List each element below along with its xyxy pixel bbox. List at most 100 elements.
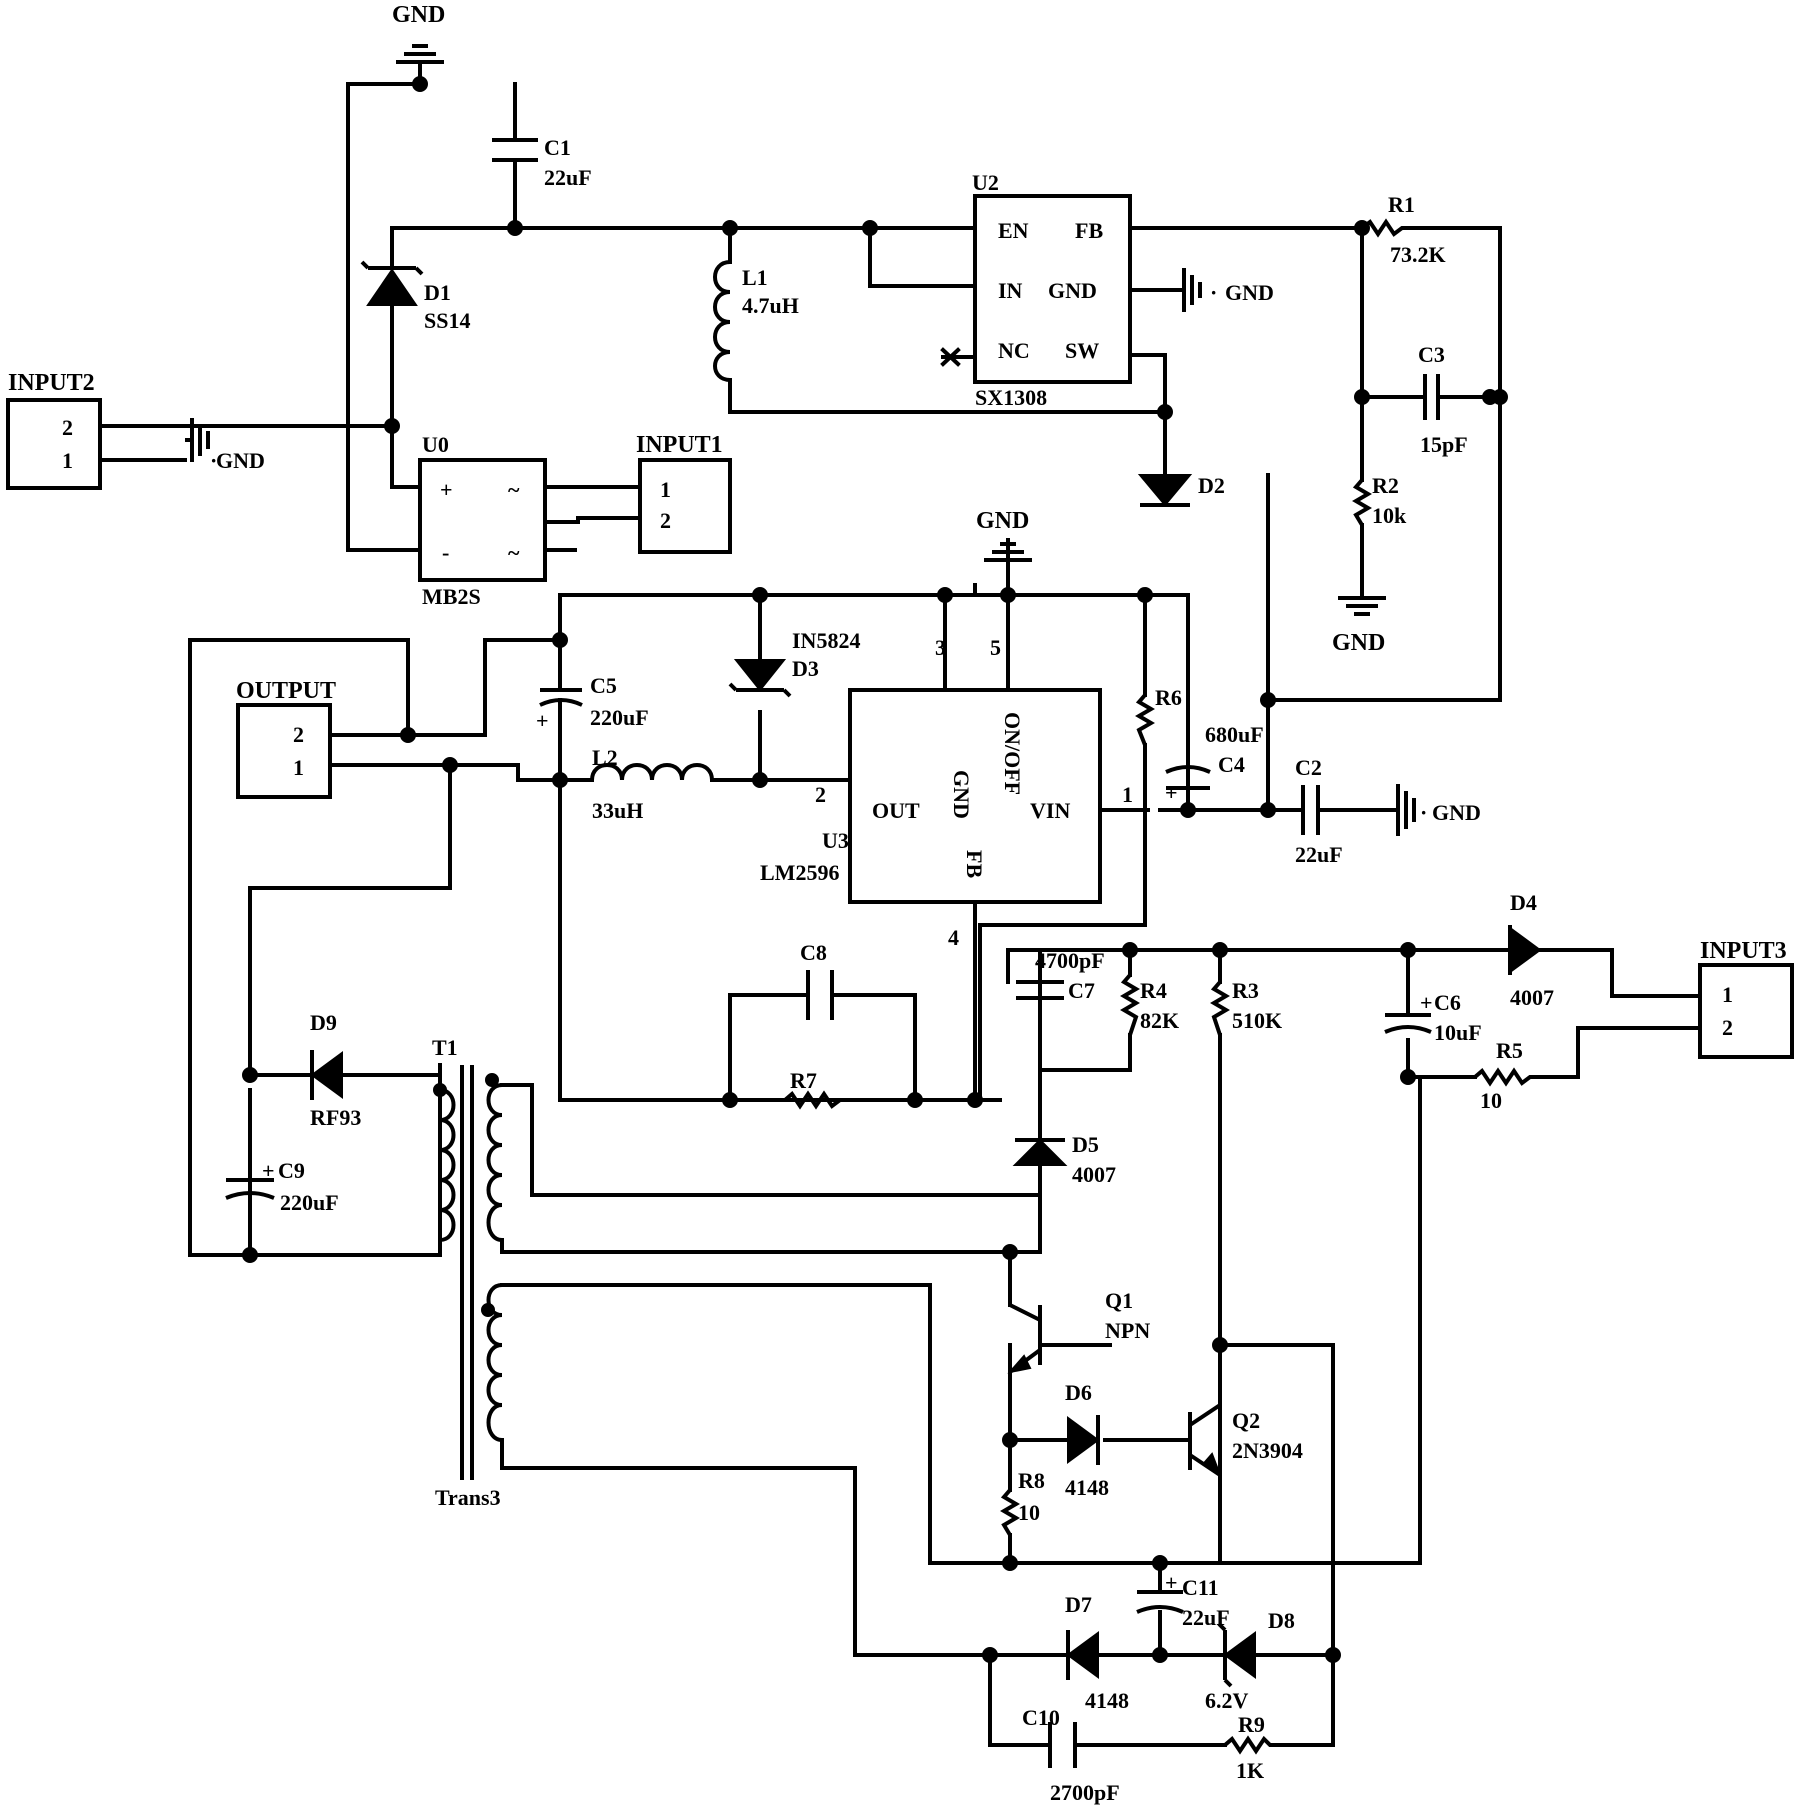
svg-text:INPUT2: INPUT2 bbox=[8, 370, 95, 396]
svg-text:GND: GND bbox=[392, 2, 445, 28]
svg-text:R9: R9 bbox=[1238, 1712, 1265, 1737]
capacitor-c3: C3 15pF bbox=[1418, 342, 1468, 457]
svg-text:GND: GND bbox=[1048, 278, 1097, 303]
svg-text:GND: GND bbox=[216, 448, 265, 473]
svg-text:4148: 4148 bbox=[1065, 1475, 1109, 1500]
svg-text:GND: GND bbox=[949, 770, 974, 819]
svg-text:10: 10 bbox=[1018, 1500, 1040, 1525]
capacitor-c5: C5 220uF + bbox=[536, 638, 649, 782]
svg-text:SW: SW bbox=[1065, 338, 1099, 363]
svg-text:MB2S: MB2S bbox=[422, 584, 481, 609]
bridge-rectifier-u0: U0 + ~ - ~ MB2S bbox=[418, 432, 547, 609]
svg-text:4: 4 bbox=[948, 925, 959, 950]
svg-text:2700pF: 2700pF bbox=[1050, 1780, 1120, 1805]
svg-text:OUTPUT: OUTPUT bbox=[236, 678, 336, 704]
svg-text:2N3904: 2N3904 bbox=[1232, 1438, 1303, 1463]
resistor-r9: R9 1K bbox=[1223, 1712, 1275, 1783]
svg-text:D1: D1 bbox=[424, 280, 451, 305]
svg-text:LM2596: LM2596 bbox=[760, 860, 839, 885]
svg-text:3: 3 bbox=[935, 635, 946, 660]
svg-text:4.7uH: 4.7uH bbox=[742, 293, 799, 318]
svg-text:Q2: Q2 bbox=[1232, 1408, 1260, 1433]
svg-text:2: 2 bbox=[293, 722, 304, 747]
transistor-q2: Q2 2N3904 bbox=[1188, 1345, 1303, 1479]
svg-text:C7: C7 bbox=[1068, 978, 1095, 1003]
svg-text:R2: R2 bbox=[1372, 473, 1399, 498]
svg-text:6.2V: 6.2V bbox=[1205, 1688, 1249, 1713]
svg-text:4007: 4007 bbox=[1510, 985, 1554, 1010]
svg-text:GND: GND bbox=[976, 508, 1029, 534]
svg-text:C11: C11 bbox=[1182, 1575, 1219, 1600]
svg-text:C1: C1 bbox=[544, 135, 571, 160]
ground-symbol-c2: · GND bbox=[1396, 784, 1481, 836]
svg-text:2: 2 bbox=[62, 415, 73, 440]
svg-text:22uF: 22uF bbox=[1295, 842, 1343, 867]
diode-d9: D9 RF93 bbox=[310, 1010, 361, 1130]
svg-text:R5: R5 bbox=[1496, 1038, 1523, 1063]
svg-text:R7: R7 bbox=[790, 1068, 817, 1093]
svg-text:NC: NC bbox=[998, 338, 1030, 363]
ic-u3: 3 5 2 1 4 GND ON/OFF FB OUT VIN U3 LM259… bbox=[760, 635, 1133, 950]
capacitor-c6: + C6 10uF bbox=[1384, 990, 1482, 1045]
svg-text:10uF: 10uF bbox=[1434, 1020, 1482, 1045]
diode-d3: IN5824 D3 bbox=[728, 628, 860, 698]
resistor-r6: R6 bbox=[1135, 685, 1182, 746]
svg-text:+: + bbox=[1165, 1570, 1178, 1595]
svg-text:Trans3: Trans3 bbox=[435, 1485, 501, 1510]
capacitor-c9: + C9 220uF bbox=[225, 1088, 339, 1257]
svg-text:R8: R8 bbox=[1018, 1468, 1045, 1493]
svg-text:33uH: 33uH bbox=[592, 798, 643, 823]
svg-text:Q1: Q1 bbox=[1105, 1288, 1133, 1313]
inductor-l2: L2 33uH bbox=[590, 745, 714, 823]
svg-text:4007: 4007 bbox=[1072, 1162, 1116, 1187]
svg-text:1: 1 bbox=[1122, 782, 1133, 807]
svg-text:220uF: 220uF bbox=[280, 1190, 339, 1215]
svg-text:GND: GND bbox=[1225, 280, 1274, 305]
capacitor-c1: C1 22uF bbox=[492, 135, 592, 190]
svg-text:1: 1 bbox=[293, 755, 304, 780]
svg-text:4148: 4148 bbox=[1085, 1688, 1129, 1713]
svg-text:R6: R6 bbox=[1155, 685, 1182, 710]
svg-text:C4: C4 bbox=[1218, 752, 1245, 777]
svg-text:T1: T1 bbox=[432, 1035, 458, 1060]
svg-text:C3: C3 bbox=[1418, 342, 1445, 367]
svg-text:L2: L2 bbox=[592, 745, 618, 770]
resistor-r8: R8 10 bbox=[1000, 1468, 1045, 1537]
svg-text:C5: C5 bbox=[590, 673, 617, 698]
svg-text:1: 1 bbox=[62, 448, 73, 473]
svg-text:C9: C9 bbox=[278, 1158, 305, 1183]
svg-text:10: 10 bbox=[1480, 1088, 1502, 1113]
svg-text:+: + bbox=[1165, 780, 1178, 805]
svg-text:ON/OFF: ON/OFF bbox=[1000, 712, 1025, 795]
transformer-t1: T1 Trans3 bbox=[432, 1035, 504, 1510]
ground-symbol-top: GND bbox=[392, 2, 445, 84]
svg-text:INPUT1: INPUT1 bbox=[636, 432, 723, 458]
svg-text:D4: D4 bbox=[1510, 890, 1537, 915]
svg-text:4700pF: 4700pF bbox=[1035, 948, 1105, 973]
resistor-r2: R2 10k bbox=[1352, 473, 1407, 528]
svg-text:GND: GND bbox=[1432, 800, 1481, 825]
svg-text:680uF: 680uF bbox=[1205, 722, 1264, 747]
svg-text:C6: C6 bbox=[1434, 990, 1461, 1015]
capacitor-c7: 4700pF C7 bbox=[1016, 948, 1105, 1003]
svg-text:2: 2 bbox=[1722, 1015, 1733, 1040]
resistor-r1: R1 73.2K bbox=[1360, 192, 1446, 267]
svg-text:IN5824: IN5824 bbox=[792, 628, 860, 653]
svg-text:OUT: OUT bbox=[872, 798, 920, 823]
svg-text:D3: D3 bbox=[792, 656, 819, 681]
diode-d1: D1 SS14 bbox=[360, 260, 470, 333]
connector-input3: INPUT3 1 2 bbox=[1698, 938, 1794, 1059]
connector-input1: INPUT1 1 2 bbox=[636, 432, 732, 554]
svg-text:U3: U3 bbox=[822, 828, 849, 853]
svg-text:NPN: NPN bbox=[1105, 1318, 1150, 1343]
svg-text:+: + bbox=[440, 477, 453, 502]
resistor-r4: R4 82K bbox=[1120, 973, 1179, 1036]
svg-text:-: - bbox=[442, 540, 449, 565]
svg-text:R1: R1 bbox=[1388, 192, 1415, 217]
inductor-l1: L1 4.7uH bbox=[713, 260, 799, 382]
transistor-q1: Q1 NPN bbox=[1007, 1288, 1150, 1376]
svg-text:220uF: 220uF bbox=[590, 705, 649, 730]
resistor-r3: R3 510K bbox=[1210, 978, 1282, 1036]
capacitor-c8: C8 bbox=[800, 940, 834, 1020]
ic-u2: U2 EN FB IN GND NC SW SX1308 bbox=[972, 170, 1132, 410]
